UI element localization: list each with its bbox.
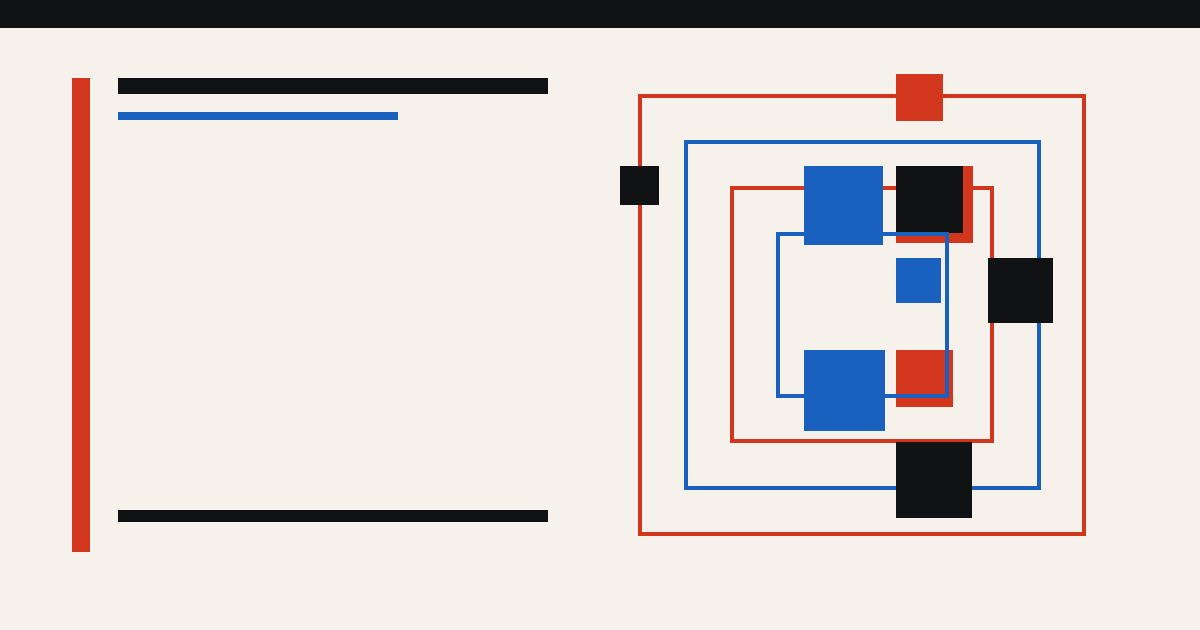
- block-bottom-black: [896, 442, 972, 518]
- heading-bar: [118, 78, 548, 94]
- top-bar: [0, 0, 1200, 28]
- block-black-upper: [896, 166, 963, 233]
- block-top-red: [896, 74, 943, 121]
- block-blue-upper: [804, 166, 883, 245]
- accent-rule: [72, 78, 90, 552]
- frame-inner: [776, 232, 949, 398]
- footer-bar: [118, 510, 548, 522]
- block-left-black: [620, 166, 659, 205]
- block-blue-lower: [804, 350, 885, 431]
- block-blue-small: [896, 258, 941, 303]
- subheading-bar: [118, 112, 398, 120]
- block-right-black: [988, 258, 1053, 323]
- frame-outer: [638, 94, 1086, 536]
